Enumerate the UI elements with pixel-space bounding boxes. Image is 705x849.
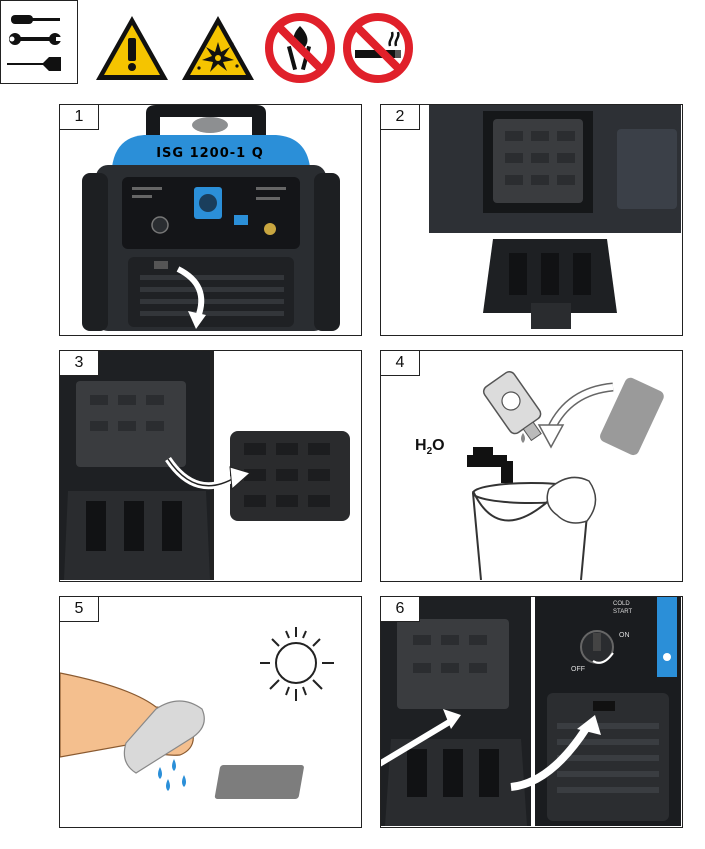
step-number: 6 — [381, 597, 420, 622]
step-3-panel: 3 — [59, 350, 362, 582]
step-number: 4 — [381, 351, 420, 376]
step-6-panel: 6 ON OFF COLD START — [380, 596, 683, 828]
warning-icon — [94, 14, 170, 82]
start-text: START — [613, 609, 632, 615]
model-label: ISG 1200-1 Q — [156, 146, 264, 161]
off-label: OFF — [571, 666, 585, 673]
no-open-flame-icon — [264, 12, 336, 84]
step-number: 5 — [60, 597, 99, 622]
step-2-panel: 2 — [380, 104, 683, 336]
cold-text: COLD — [613, 601, 630, 607]
water-formula: H2O — [415, 437, 445, 458]
step-number: 3 — [60, 351, 99, 376]
step-1-panel: 1 ISG 1200-1 Q — [59, 104, 362, 336]
step-4-panel: 4 H2O — [380, 350, 683, 582]
cold-label: ON — [619, 632, 630, 639]
drying-filter-image — [60, 627, 334, 799]
filter-removal-image — [60, 351, 360, 580]
explosion-warning-icon — [180, 14, 256, 82]
washing-filter-image — [467, 370, 664, 580]
air-filter-cover-image — [429, 105, 681, 329]
no-smoking-icon — [342, 12, 414, 84]
step-number: 1 — [60, 105, 99, 130]
generator-front-image: ISG 1200-1 Q — [82, 105, 340, 331]
reinstall-filter-image: ON OFF COLD START — [381, 597, 681, 826]
tools-icon — [7, 15, 62, 71]
step-5-panel: 5 — [59, 596, 362, 828]
tools-icon-box — [0, 0, 78, 84]
step-number: 2 — [381, 105, 420, 130]
